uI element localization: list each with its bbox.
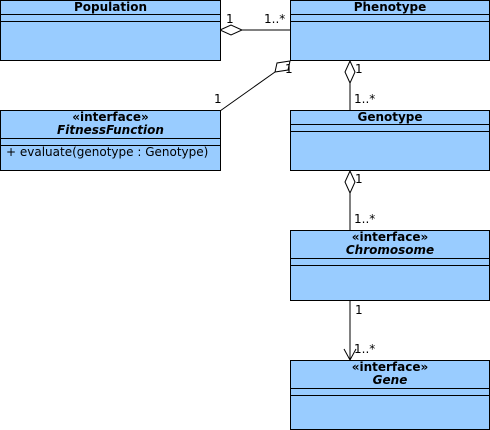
class-gene-name: Gene [372,373,408,387]
class-fitness-function-name: FitnessFunction [57,123,164,137]
multiplicity-chromosome-gene-source: 1 [355,303,363,317]
multiplicity-phenotype-fitness-source: 1 [285,62,293,76]
class-genotype-header: Genotype [291,111,489,125]
multiplicity-genotype-chromosome-source: 1 [355,172,363,186]
class-fitness-function-header: «interface» FitnessFunction [1,111,220,139]
class-population-name: Population [73,0,148,14]
aggregation-diamond-phenotype-fitness [274,60,291,73]
multiplicity-phenotype-genotype-source: 1 [355,62,363,76]
multiplicity-phenotype-genotype-target: 1..* [354,92,376,106]
class-gene-header: «interface» Gene [291,361,489,389]
class-population-attributes [1,15,220,22]
aggregation-diamond-genotype-chromosome [344,169,356,195]
operation-evaluate: + evaluate(genotype : Genotype) [6,145,209,159]
class-genotype[interactable]: Genotype [290,110,490,171]
class-population-header: Population [1,1,220,15]
aggregation-diamond-phenotype-genotype [344,59,356,85]
class-genotype-name: Genotype [357,110,423,124]
aggregation-diamond-population [218,24,244,36]
multiplicity-population-phenotype-target: 1..* [264,12,286,26]
class-fitness-function-stereotype: «interface» [72,110,149,124]
class-phenotype-header: Phenotype [291,1,489,15]
class-chromosome-attributes [291,259,489,266]
class-phenotype[interactable]: Phenotype [290,0,490,61]
class-population[interactable]: Population [0,0,221,61]
class-fitness-function[interactable]: «interface» FitnessFunction + evaluate(g… [0,110,221,171]
class-chromosome-stereotype: «interface» [351,230,429,244]
association-phenotype-fitness [219,71,276,112]
class-gene-attributes [291,389,489,396]
multiplicity-genotype-chromosome-target: 1..* [354,212,376,226]
class-phenotype-attributes [291,15,489,22]
class-gene-stereotype: «interface» [351,360,429,374]
class-chromosome[interactable]: «interface» Chromosome [290,230,490,301]
class-chromosome-header: «interface» Chromosome [291,231,489,259]
class-phenotype-name: Phenotype [353,0,427,14]
class-genotype-attributes [291,125,489,132]
class-gene[interactable]: «interface» Gene [290,360,490,430]
class-fitness-function-attributes [1,139,220,146]
class-chromosome-name: Chromosome [345,243,435,257]
multiplicity-phenotype-fitness-target: 1 [214,92,222,106]
multiplicity-chromosome-gene-target: 1..* [354,342,376,356]
class-fitness-function-operations: + evaluate(genotype : Genotype) [1,146,220,159]
multiplicity-population-phenotype-source: 1 [226,12,234,26]
